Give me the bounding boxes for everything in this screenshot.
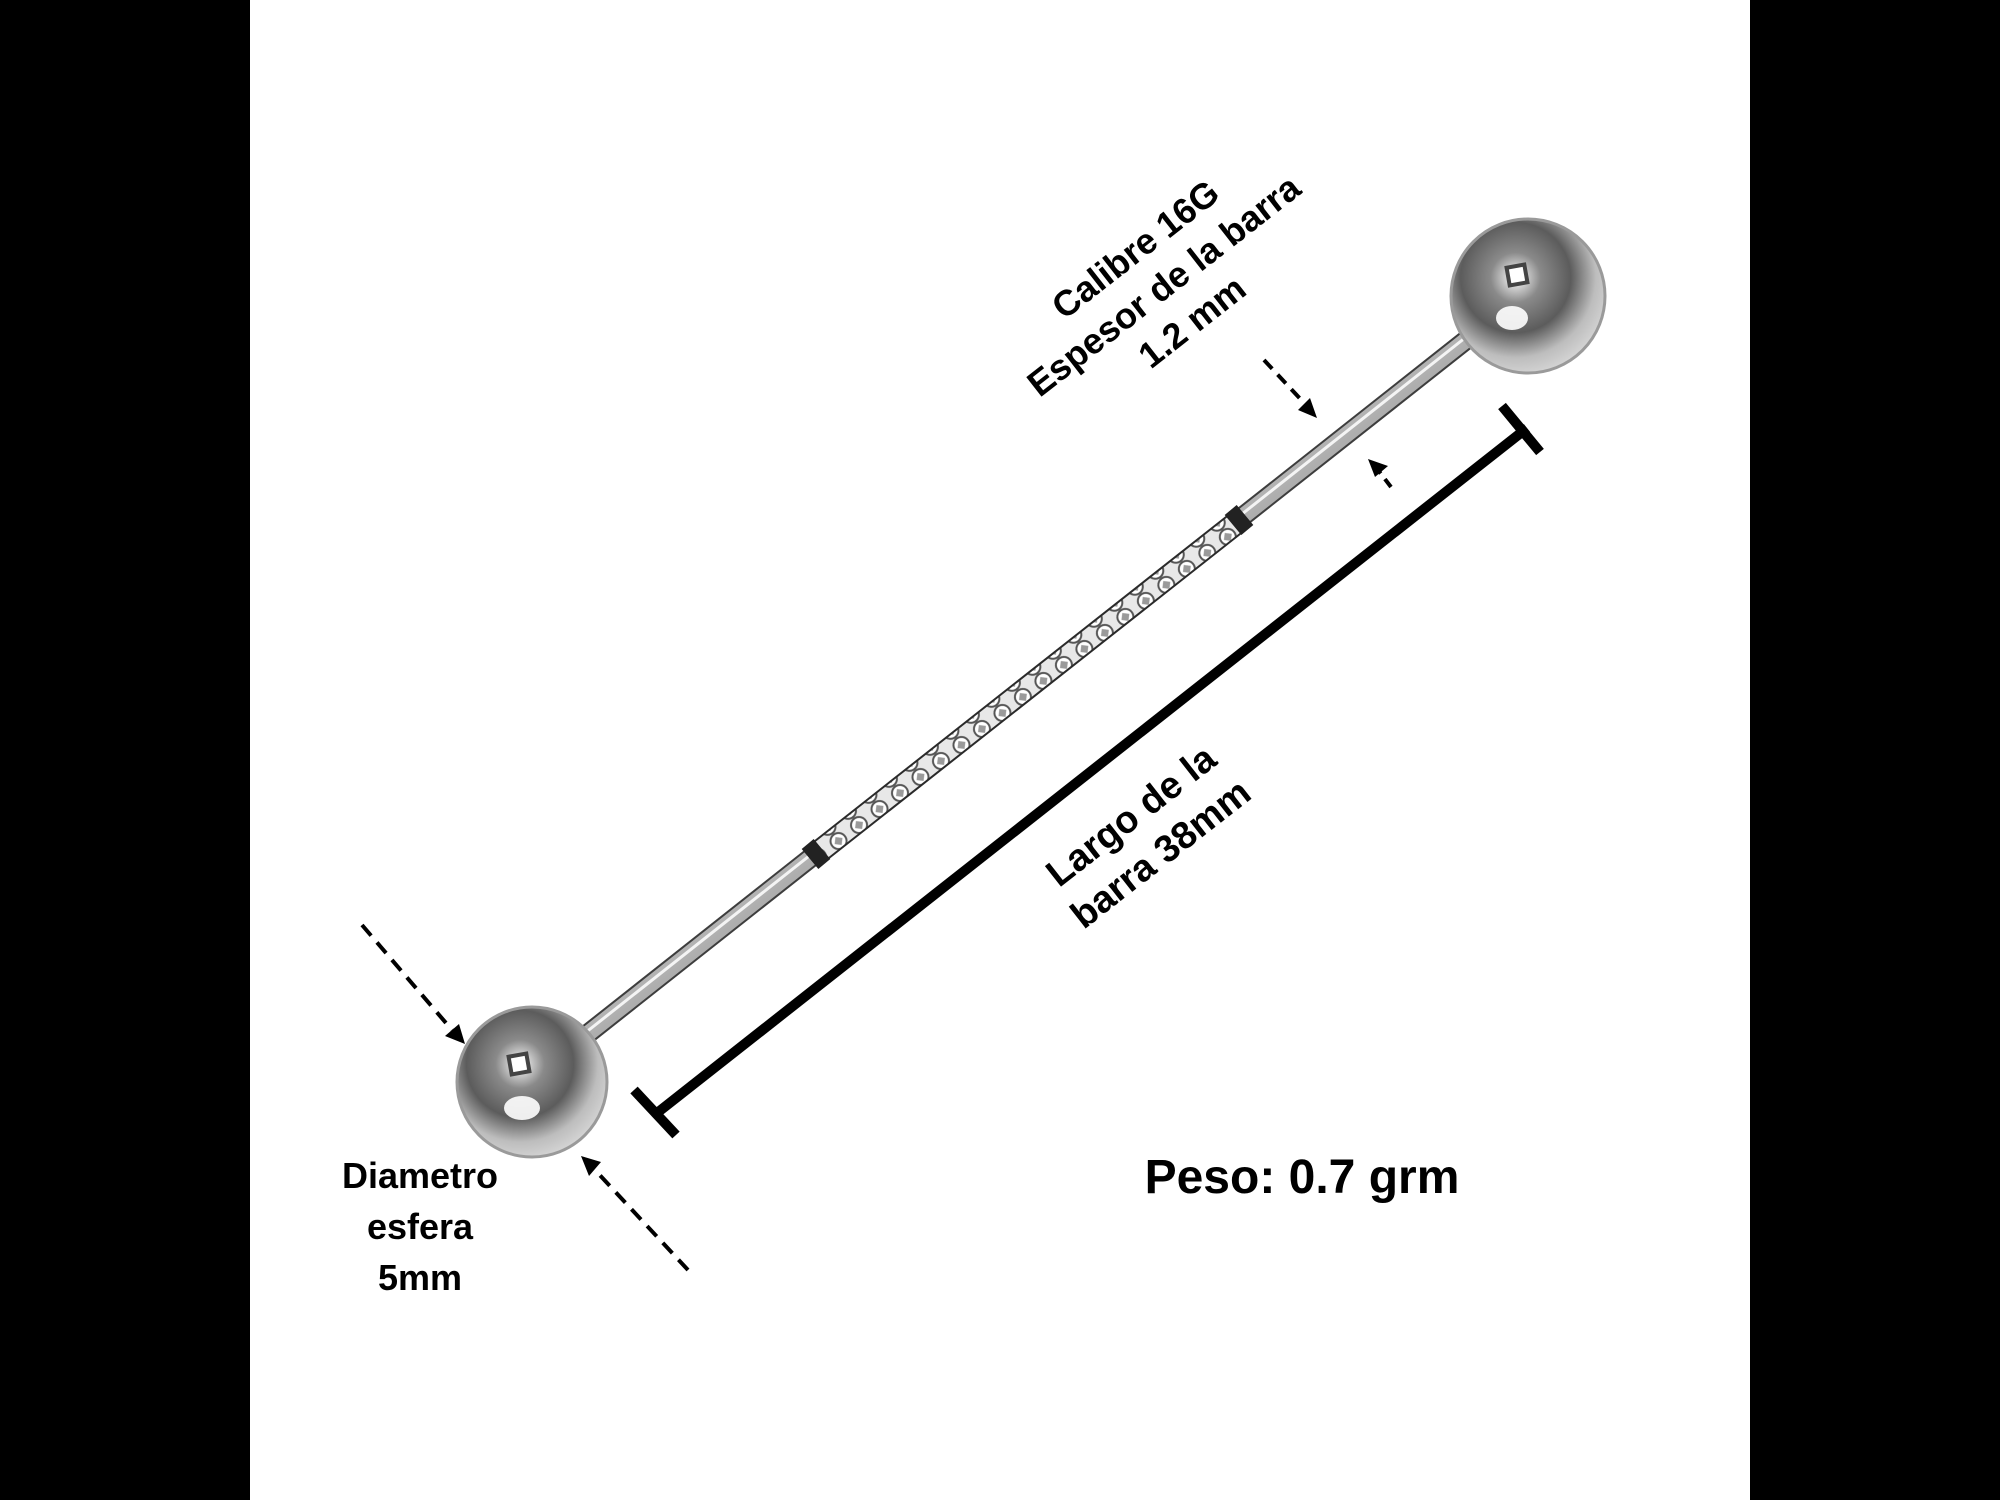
bottom-ball — [455, 1005, 609, 1159]
crystal-section — [801, 505, 1254, 869]
ball-arrow-bottom-icon — [581, 1156, 690, 1272]
ball-line-3: 5mm — [378, 1257, 462, 1298]
ball-line-1: Diametro — [342, 1155, 498, 1196]
gauge-arrow-up-icon — [1368, 459, 1393, 489]
length-dimension-icon — [630, 402, 1544, 1139]
ball-label: Diametro esfera 5mm — [342, 1155, 498, 1298]
ball-line-2: esfera — [367, 1206, 474, 1247]
length-label: Largo de la barra 38mm — [1039, 737, 1259, 937]
gauge-arrow-down-icon — [1262, 358, 1317, 418]
gauge-label: Calibre 16G Espesor de la barra 1.2 mm — [1019, 166, 1308, 405]
weight-label: Peso: 0.7 grm — [1145, 1151, 1460, 1204]
ball-arrow-top-icon — [360, 923, 465, 1044]
top-ball — [1449, 217, 1607, 375]
